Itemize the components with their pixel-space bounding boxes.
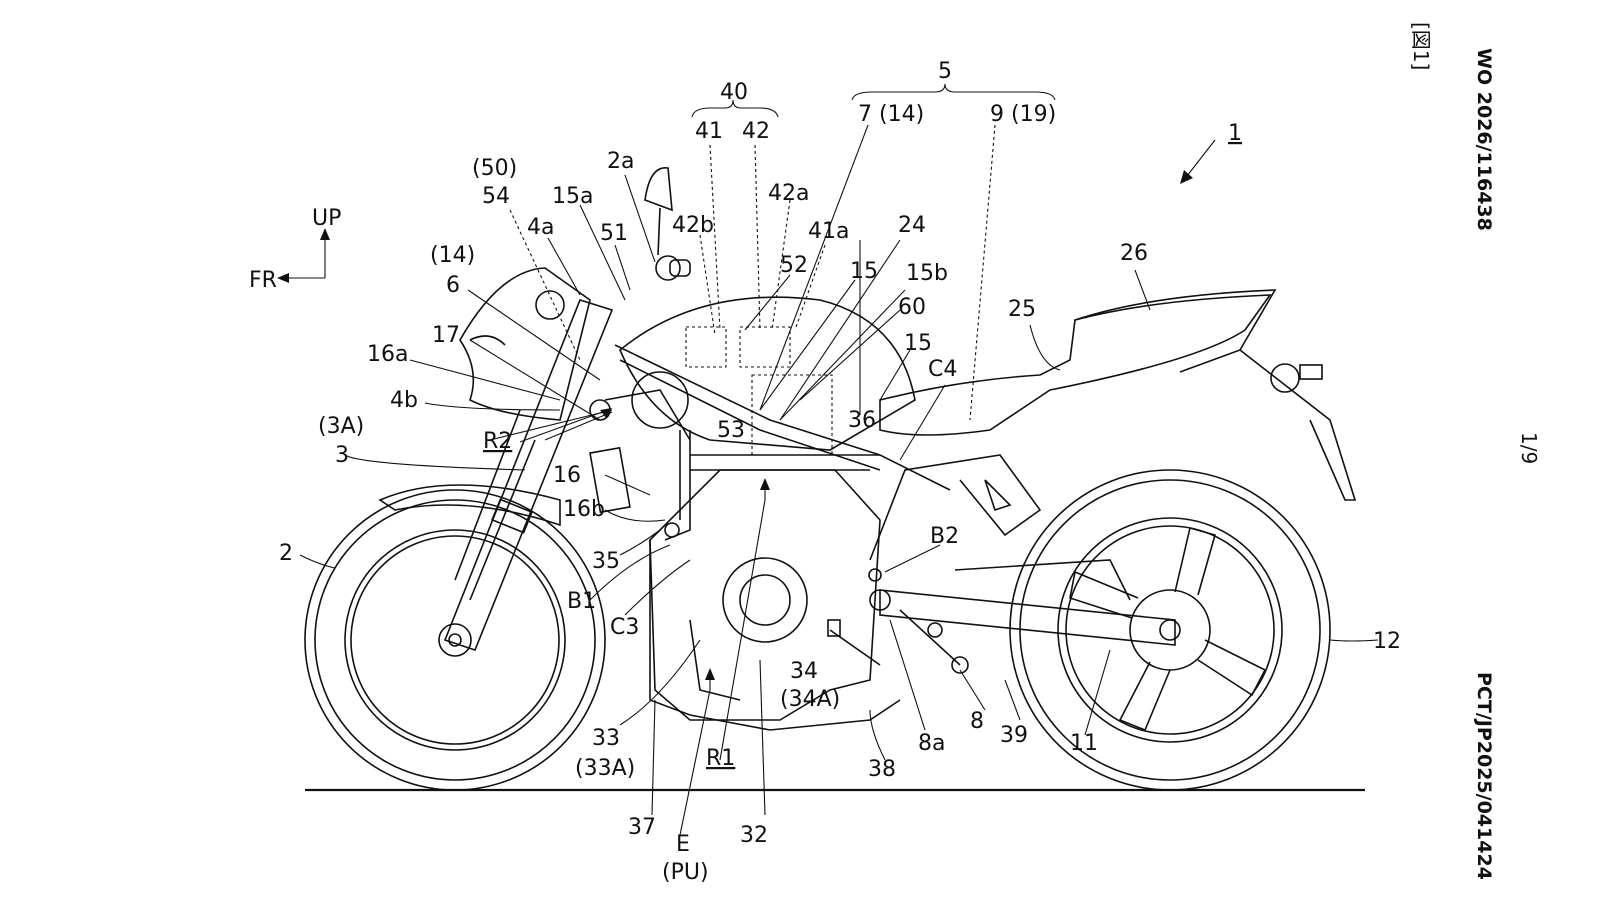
label-PU: (PU) [662, 860, 709, 885]
label-B2: B2 [930, 524, 959, 549]
label-1: 1 [1228, 121, 1242, 146]
label-3A: (3A) [318, 414, 364, 439]
label-15a: 15a [552, 184, 593, 209]
reference-labels: 1 40 41 42 5 7 (14) 9 (19) (50) 54 15a 2… [279, 59, 1401, 885]
label-3: 3 [335, 443, 349, 468]
label-33: 33 [592, 726, 620, 751]
label-15-mid: 15 [904, 331, 932, 356]
label-32: 32 [740, 823, 768, 848]
front-wheel [304, 489, 606, 791]
label-9-19: 9 (19) [990, 102, 1056, 127]
label-2: 2 [279, 541, 293, 566]
label-34A: (34A) [780, 687, 840, 712]
publication-number: WO 2026/116438 [1473, 48, 1495, 231]
label-24: 24 [898, 213, 926, 238]
exhaust-pipe [649, 540, 901, 731]
engine [649, 469, 881, 721]
application-number: PCT/JP2025/041424 [1473, 672, 1495, 880]
label-38: 38 [868, 757, 896, 782]
label-60: 60 [898, 295, 926, 320]
label-35: 35 [592, 549, 620, 574]
label-34: 34 [790, 659, 818, 684]
label-37: 37 [628, 815, 656, 840]
label-53: 53 [717, 418, 745, 443]
label-36: 36 [848, 408, 876, 433]
label-26: 26 [1120, 241, 1148, 266]
label-54: 54 [482, 184, 510, 209]
label-4b: 4b [390, 388, 418, 413]
mirror [644, 167, 691, 281]
label-12: 12 [1373, 629, 1401, 654]
label-40: 40 [720, 80, 748, 105]
front-fender [378, 484, 561, 527]
label-E: E [676, 832, 690, 857]
rear-frame [869, 454, 1042, 561]
label-41: 41 [695, 119, 723, 144]
label-41a: 41a [808, 219, 849, 244]
label-42: 42 [742, 119, 770, 144]
fuel-tank [619, 296, 916, 451]
direction-front-label: FR [249, 268, 277, 293]
side-margin: WO 2026/116438 PCT/JP2025/041424 [図1] 1/… [1409, 22, 1541, 880]
label-8: 8 [970, 709, 984, 734]
label-16a: 16a [367, 342, 408, 367]
swing-arm [868, 559, 1176, 646]
label-50: (50) [472, 156, 517, 181]
label-8a: 8a [918, 731, 945, 756]
label-51: 51 [600, 221, 628, 246]
label-17: 17 [432, 323, 460, 348]
label-15b: 15b [906, 261, 948, 286]
label-R1: R1 [706, 746, 735, 771]
label-C3: C3 [610, 615, 639, 640]
label-B1: B1 [567, 589, 596, 614]
label-6: 6 [446, 273, 460, 298]
label-5: 5 [938, 59, 952, 84]
rear-wheel [1009, 469, 1331, 791]
headlight-cowl [459, 267, 591, 421]
footrest [827, 609, 969, 674]
label-39: 39 [1000, 723, 1028, 748]
direction-indicator: UP FR [249, 206, 341, 293]
label-42b: 42b [672, 213, 714, 238]
label-4a: 4a [527, 215, 554, 240]
label-14p: (14) [430, 243, 475, 268]
label-7-14: 7 (14) [858, 102, 924, 127]
motorcycle-drawing [304, 167, 1365, 792]
label-16b: 16b [563, 497, 605, 522]
arrowheads [277, 170, 1193, 680]
page-indicator: 1/9 [1517, 432, 1541, 464]
main-frame [604, 344, 951, 541]
label-52: 52 [780, 253, 808, 278]
label-2a: 2a [607, 149, 634, 174]
label-25: 25 [1008, 297, 1036, 322]
direction-up-label: UP [312, 206, 341, 231]
label-C4: C4 [928, 357, 957, 382]
label-33A: (33A) [575, 756, 635, 781]
seat [879, 294, 1272, 436]
label-16: 16 [553, 463, 581, 488]
label-15-top: 15 [850, 259, 878, 284]
label-11: 11 [1070, 731, 1098, 756]
label-42a: 42a [768, 181, 809, 206]
figure-label: [図1] [1409, 22, 1433, 70]
leader-lines [285, 83, 1379, 836]
label-R2: R2 [483, 429, 512, 454]
